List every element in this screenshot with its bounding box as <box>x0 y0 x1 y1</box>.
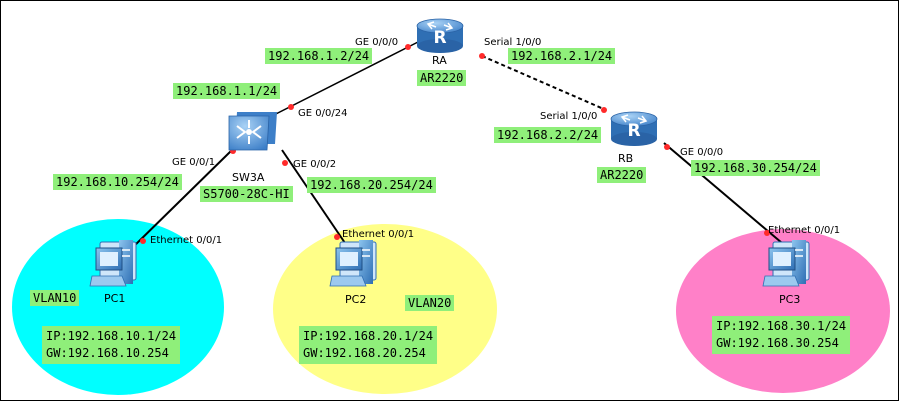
port-label-sw-ge24: GE 0/0/24 <box>298 108 348 119</box>
link-sw-ra <box>261 41 419 122</box>
pc2-gw: GW:192.168.20.254 <box>303 346 426 360</box>
ip-label-sw-vlan20: 192.168.20.254/24 <box>307 177 436 193</box>
pc1-address-block: IP:192.168.10.1/24 GW:192.168.10.254 <box>42 326 181 364</box>
pc1-name: PC1 <box>104 292 126 305</box>
pc3-ip: IP:192.168.30.1/24 <box>716 319 847 333</box>
link-sw-pc2 <box>281 149 346 244</box>
port-label-rb-serial: Serial 1/0/0 <box>540 111 598 122</box>
pc3-gw: GW:192.168.30.254 <box>716 336 839 350</box>
port-dot-rb-serial <box>601 107 607 113</box>
ip-label-rb-serial: 192.168.2.2/24 <box>494 127 602 143</box>
sw3a-model: S5700-28C-HI <box>200 186 293 202</box>
pc-icon[interactable] <box>762 240 810 287</box>
port-dot-sw-ge24 <box>288 104 294 110</box>
port-label-rb-ge: GE 0/0/0 <box>680 147 724 158</box>
port-dot-ra-ge <box>405 44 411 50</box>
svg-text:R: R <box>433 28 446 48</box>
ra-name: RA <box>432 54 447 67</box>
pc1-ip: IP:192.168.10.1/24 <box>46 329 177 343</box>
rb-model: AR2220 <box>597 167 647 183</box>
vlan20-zone <box>273 224 497 394</box>
vlan20-tag: VLAN20 <box>405 295 455 311</box>
port-label-ra-serial: Serial 1/0/0 <box>484 37 542 48</box>
pc-icon[interactable] <box>329 240 377 287</box>
pc-icon[interactable] <box>89 240 137 287</box>
router-icon[interactable]: R <box>610 111 658 146</box>
port-label-pc2: Ethernet 0/0/1 <box>342 229 415 240</box>
port-dot-sw-ge2 <box>282 160 288 166</box>
port-label-sw-ge2: GE 0/0/2 <box>293 159 337 170</box>
port-dot-pc2 <box>334 234 340 240</box>
port-label-pc1: Ethernet 0/0/1 <box>150 235 223 246</box>
ip-label-sw-ge24: 192.168.1.1/24 <box>173 83 281 99</box>
link-sw-pc1 <box>129 149 233 251</box>
port-dot-rb-ge <box>664 144 670 150</box>
ip-label-ra-serial: 192.168.2.1/24 <box>508 48 616 64</box>
pc2-address-block: IP:192.168.20.1/24 GW:192.168.20.254 <box>299 326 438 364</box>
l3-switch-icon[interactable] <box>228 112 277 151</box>
port-label-sw-ge1: GE 0/0/1 <box>172 157 216 168</box>
ip-label-sw-vlan10: 192.168.10.254/24 <box>53 174 182 190</box>
ip-label-ra-ge: 192.168.1.2/24 <box>265 48 373 64</box>
port-dot-ra-serial <box>479 53 485 59</box>
sw3a-name: SW3A <box>232 171 265 184</box>
pc1-gw: GW:192.168.10.254 <box>46 346 169 360</box>
link-rb-pc3 <box>663 142 783 244</box>
vlan10-tag: VLAN10 <box>30 290 80 306</box>
ip-label-rb-ge: 192.168.30.254/24 <box>691 160 820 176</box>
pc2-name: PC2 <box>345 293 367 306</box>
pc2-ip: IP:192.168.20.1/24 <box>303 329 434 343</box>
port-dot-pc3 <box>764 230 770 236</box>
pc3-name: PC3 <box>779 293 801 306</box>
router-icon[interactable]: R <box>416 18 464 53</box>
port-dot-pc1 <box>140 238 146 244</box>
link-ra-rb <box>481 55 607 111</box>
rb-name: RB <box>618 152 634 165</box>
port-label-ra-ge: GE 0/0/0 <box>355 37 399 48</box>
svg-text:R: R <box>627 121 640 141</box>
pc3-address-block: IP:192.168.30.1/24 GW:192.168.30.254 <box>712 316 851 354</box>
ra-model: AR2220 <box>417 70 467 86</box>
port-label-pc3: Ethernet 0/0/1 <box>768 225 841 236</box>
